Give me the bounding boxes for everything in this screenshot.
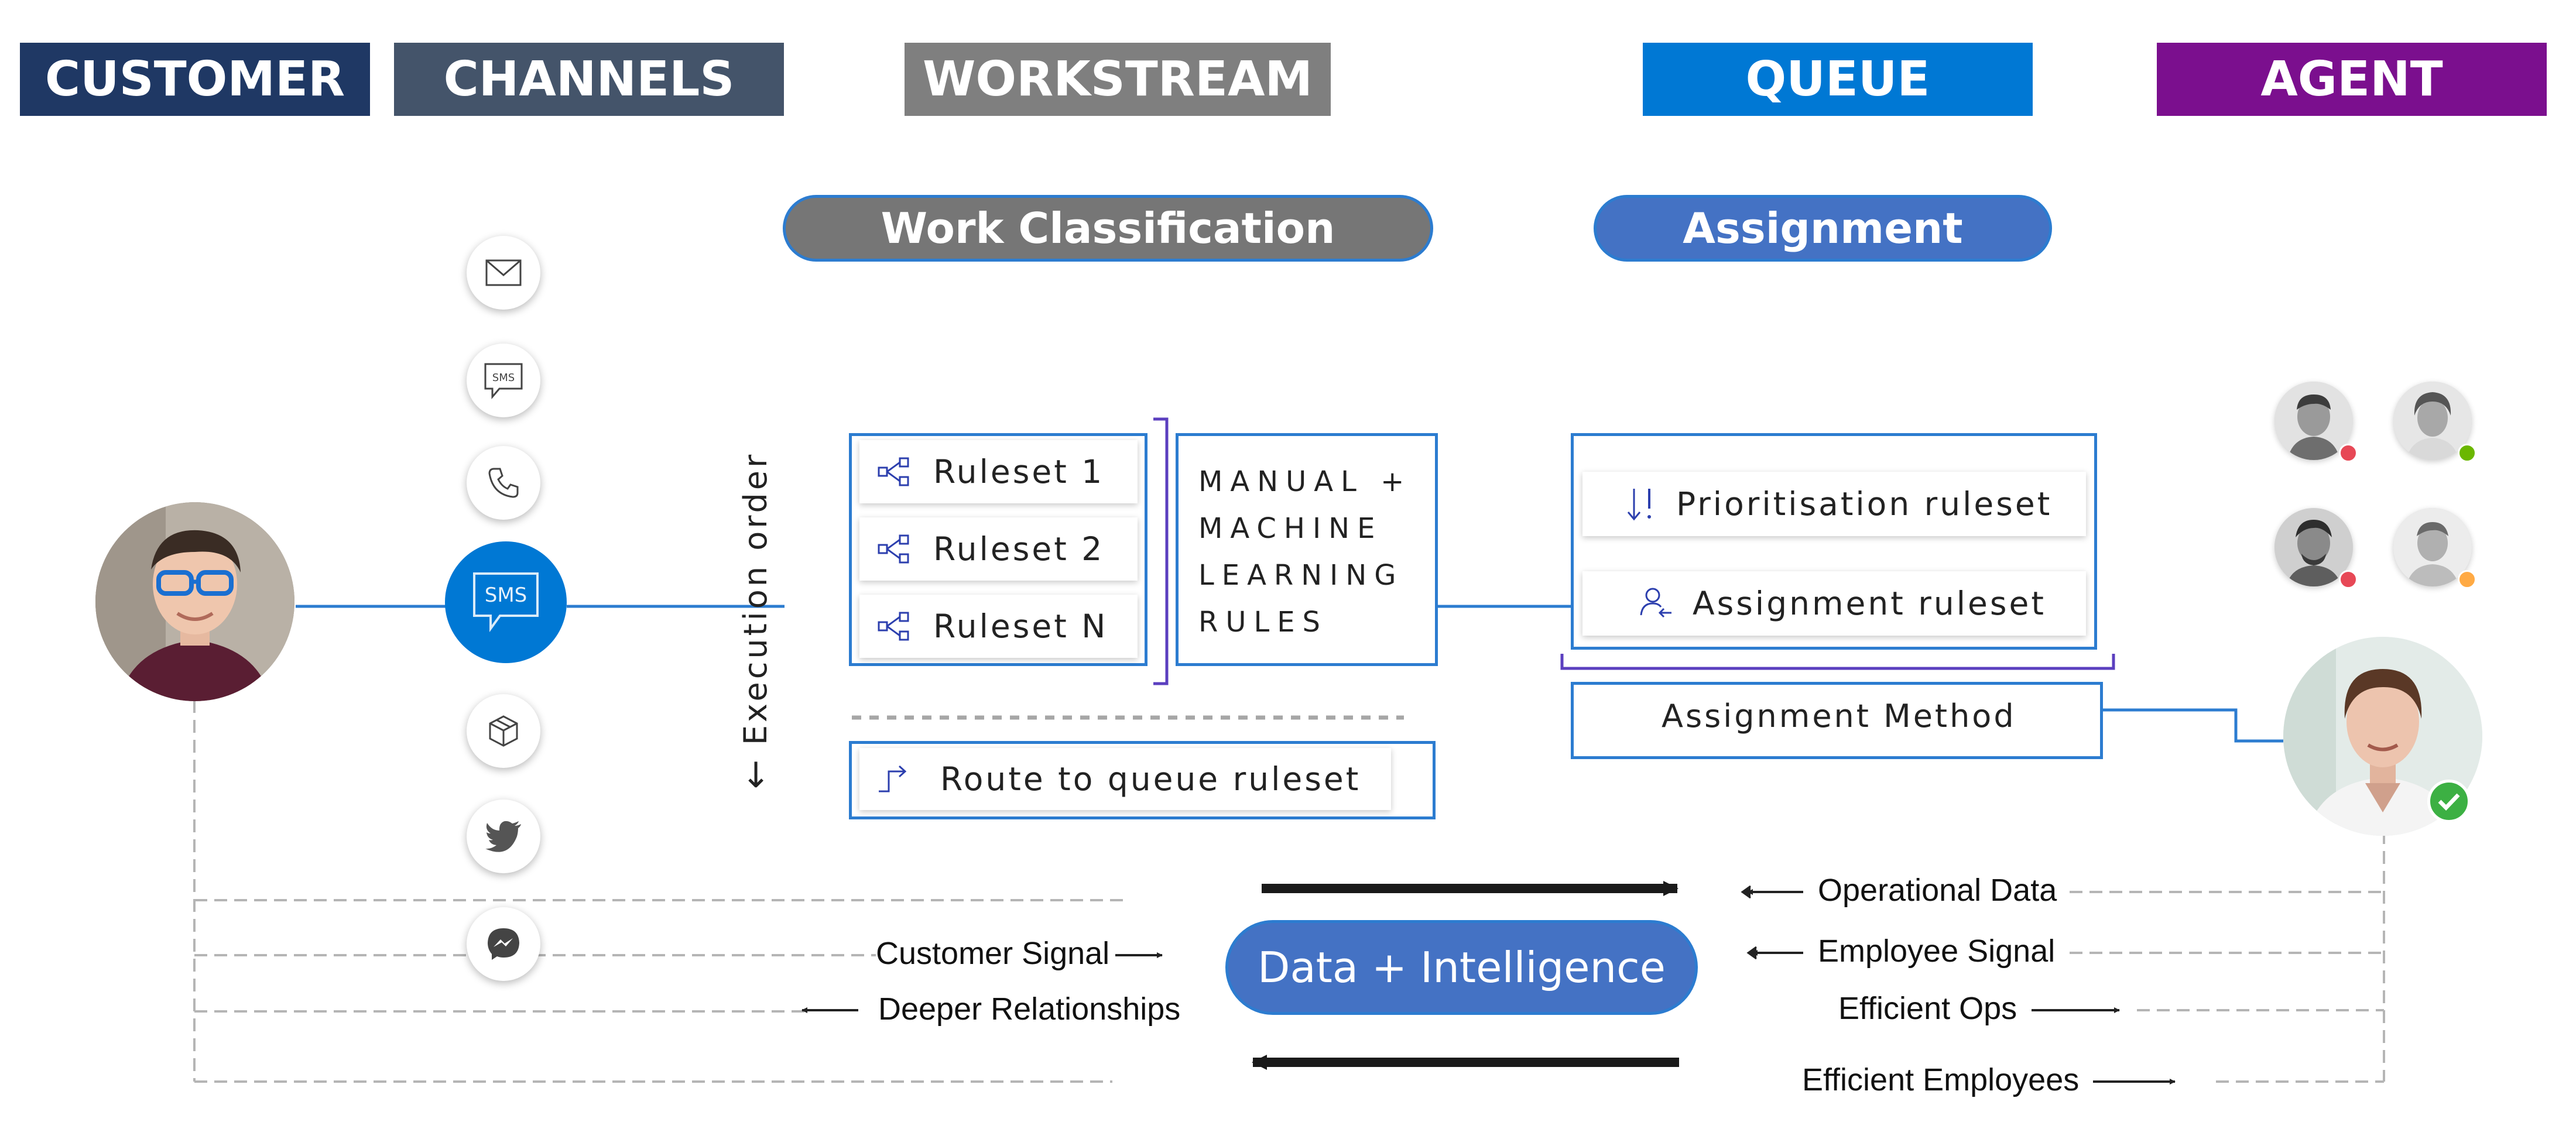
assignment-ruleset-icon (1640, 588, 1671, 618)
ruleset-n-label: Ruleset N (933, 608, 1108, 645)
operational-data-label: Operational Data (1818, 872, 2057, 908)
prioritisation-icon (1627, 489, 1651, 521)
execution-order-text: Execution order (737, 451, 774, 745)
assignment-pill: Assignment (1594, 195, 2052, 262)
ruleset-2-icon (878, 534, 909, 564)
efficient-employees-label: Efficient Employees (1802, 1062, 2080, 1098)
manual-ml-line-1: MANUAL + (1198, 465, 1412, 498)
execution-order-arrow-icon: ← (735, 756, 776, 790)
agent-avatar-1[interactable] (2274, 382, 2358, 462)
status-away-icon (2458, 570, 2476, 589)
sms-icon-text: SMS (492, 372, 515, 384)
customer-avatar (95, 502, 294, 701)
status-busy-icon (2339, 444, 2358, 462)
assignment-ruleset-label: Assignment ruleset (1693, 585, 2046, 622)
status-busy-icon-2 (2339, 570, 2358, 589)
signal-arrows-right-side (1741, 885, 1803, 960)
header-customer: CUSTOMER (20, 43, 370, 116)
selected-agent[interactable] (2283, 637, 2482, 836)
twitter-icon[interactable] (467, 800, 540, 873)
package-icon[interactable] (467, 694, 540, 768)
messenger-icon[interactable] (467, 907, 540, 981)
sms-active-icon[interactable]: SMS (445, 541, 567, 663)
sms-icon[interactable]: SMS (467, 344, 540, 417)
customer-signal-label: Customer Signal (876, 935, 1110, 972)
ruleset-2-label: Ruleset 2 (933, 530, 1105, 568)
method-to-agent-line (2103, 708, 2283, 743)
efficient-ops-label: Efficient Ops (1838, 990, 2017, 1027)
queue-bracket (1560, 654, 2115, 670)
ruleset-1[interactable]: Ruleset 1 (859, 440, 1138, 503)
agent-avatar-3[interactable] (2274, 508, 2358, 589)
phone-icon[interactable] (467, 446, 540, 520)
status-check-icon (2427, 780, 2471, 823)
sms-active-text: SMS (485, 584, 527, 607)
prioritisation-label: Prioritisation ruleset (1676, 485, 2053, 523)
ruleset-n-icon (878, 612, 909, 641)
data-intelligence-pill: Data + Intelligence (1225, 920, 1698, 1015)
email-icon[interactable] (467, 236, 540, 310)
route-to-queue-ruleset[interactable]: Route to queue ruleset (859, 748, 1391, 810)
assignment-method-label: Assignment Method (1662, 698, 2016, 735)
employee-signal-label: Employee Signal (1818, 933, 2056, 969)
ruleset-n[interactable]: Ruleset N (859, 595, 1138, 658)
route-to-queue-label: Route to queue ruleset (940, 760, 1361, 798)
assignment-method-box[interactable]: Assignment Method (1571, 682, 2103, 759)
ruleset-2[interactable]: Ruleset 2 (859, 517, 1138, 581)
ruleset-bracket (1153, 417, 1169, 685)
ruleset-1-label: Ruleset 1 (933, 453, 1105, 490)
header-workstream: WORKSTREAM (905, 43, 1331, 116)
manual-ml-line-3: LEARNING (1198, 559, 1404, 592)
prioritisation-ruleset[interactable]: Prioritisation ruleset (1582, 472, 2086, 536)
status-available-icon (2458, 444, 2476, 462)
header-agent: AGENT (2157, 43, 2547, 116)
manual-ml-line-4: RULES (1198, 606, 1328, 639)
assignment-ruleset[interactable]: Assignment ruleset (1582, 571, 2086, 636)
manual-ml-line-2: MACHINE (1198, 512, 1383, 545)
work-classification-pill: Work Classification (783, 195, 1433, 262)
agent-avatar-2[interactable] (2393, 382, 2476, 462)
deeper-relationships-label: Deeper Relationships (878, 991, 1181, 1027)
route-icon (879, 765, 907, 792)
header-queue: QUEUE (1643, 43, 2033, 116)
header-channels: CHANNELS (394, 43, 784, 116)
manual-ml-rules-box: MANUAL + MACHINE LEARNING RULES (1176, 433, 1438, 666)
ruleset-1-icon (878, 457, 909, 486)
agent-avatar-4[interactable] (2393, 508, 2476, 589)
